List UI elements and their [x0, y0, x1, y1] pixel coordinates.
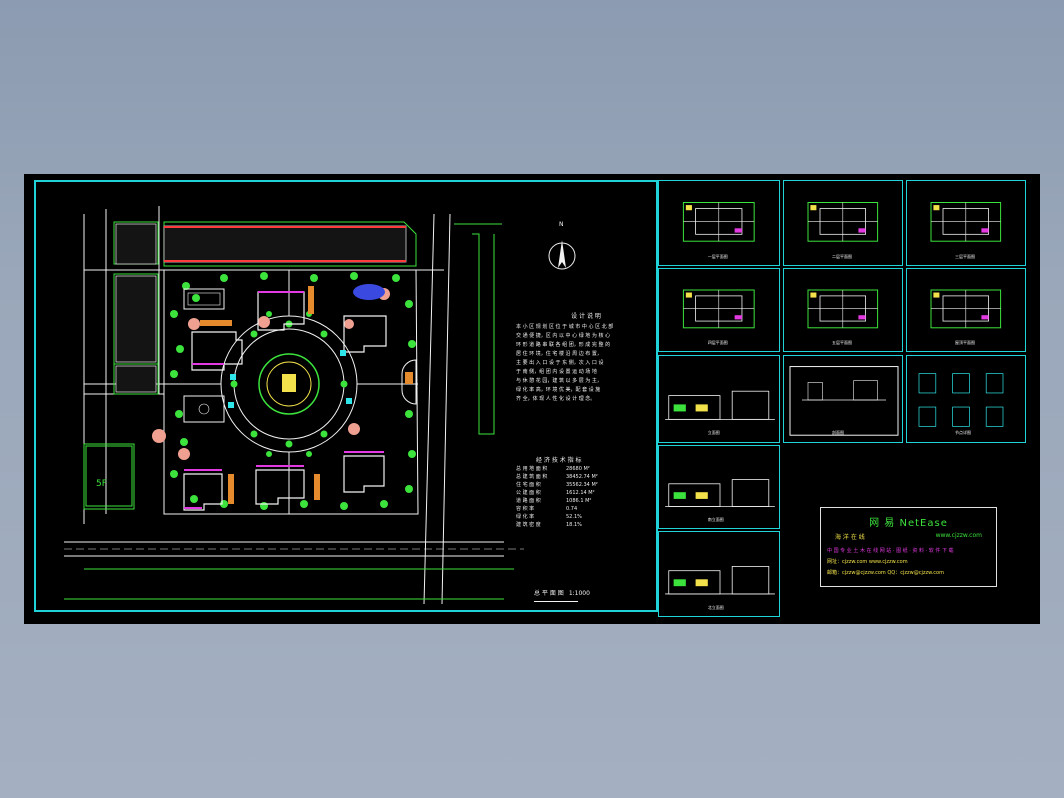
thumbnail-drawing	[807, 202, 879, 242]
stats-title: 经 济 技 术 指 标	[536, 457, 582, 464]
design-note-line: 环 形 道 路 串 联 各 组 团，形 成 完 整 的	[516, 342, 611, 348]
logo-url[interactable]: www.cjzzw.com	[935, 532, 982, 539]
thumbnail-drawing	[665, 566, 775, 595]
design-note-line: 交 通 便 捷，区 内 以 中 心 绿 地 为 核 心	[516, 333, 611, 339]
site-plan-drawing[interactable]	[24, 174, 664, 619]
thumbnail-plan-4[interactable]: 四层平面图	[658, 268, 780, 352]
thumbnail-elev-3[interactable]: 北立面图	[658, 531, 780, 617]
north-label: N	[559, 221, 564, 228]
design-note-line: 主 要 出 入 口 设 于 东 侧，次 入 口 设	[516, 360, 604, 366]
thumbnail-caption: 剖面图	[832, 430, 844, 436]
thumbnail-elev-1[interactable]: 立面图	[658, 355, 780, 443]
thumbnail-plan-2[interactable]: 二层平面图	[783, 180, 903, 266]
thumbnail-drawing	[789, 366, 899, 436]
design-note-line: 于 南 侧，组 团 内 设 置 运 动 场 地	[516, 369, 597, 375]
design-notes-title: 设 计 说 明	[571, 313, 601, 320]
thumbnail-caption: 三层平面图	[955, 253, 975, 259]
north-arrow	[548, 240, 576, 270]
thumbnail-caption: 立面图	[707, 430, 720, 436]
thumbnail-caption: 南立面图	[707, 516, 724, 522]
thumbnail-drawing	[807, 289, 879, 329]
logo-subtitle: 海 洋 在 线	[835, 534, 865, 541]
thumbnail-drawing	[682, 202, 755, 242]
logo-line1: 中 国 专 业 土 木 在 线 网 站 · 图 纸 · 资 料 · 软 件 下 …	[827, 548, 954, 554]
thumbnail-elev-2[interactable]: 南立面图	[658, 445, 780, 529]
thumbnail-drawing	[682, 289, 755, 329]
thumbnail-drawing	[930, 289, 1002, 329]
thumbnail-drawing	[918, 373, 1004, 427]
thumbnail-drawing	[930, 202, 1002, 242]
design-note-line: 齐 全，体 现 人 性 化 设 计 理 念。	[516, 396, 596, 402]
thumbnail-caption: 节点详图	[955, 430, 971, 436]
design-note-line: 绿 化 率 高，环 境 优 美，配 套 设 施	[516, 387, 601, 393]
design-note-line: 本 小 区 规 划 区 位 于 城 市 中 心 区 北 部	[516, 324, 614, 330]
design-note-line: 居 住 环 境，住 宅 楼 沿 周 边 布 置，	[516, 351, 602, 357]
thumbnail-plan-6[interactable]: 屋顶平面图	[906, 268, 1026, 352]
thumbnail-caption: 四层平面图	[707, 339, 728, 345]
thumbnail-caption: 二层平面图	[832, 253, 852, 259]
design-note-line: 与 休 憩 花 园，建 筑 以 多 层 为 主，	[516, 378, 602, 384]
tree-dots	[170, 272, 416, 510]
site-plan-frame	[34, 180, 658, 612]
drawing-canvas[interactable]: N 5F 设 计 说 明 本 小 区 规 划 区 位 于 城 市 中 心 区 北…	[24, 174, 1040, 624]
netease-logo-block[interactable]: 网 易 NetEase 海 洋 在 线 www.cjzzw.com 中 国 专 …	[820, 507, 997, 587]
building-tag-5f: 5F	[96, 479, 107, 489]
thumbnail-plan-3[interactable]: 三层平面图	[906, 180, 1026, 266]
thumbnail-drawing	[665, 390, 775, 420]
logo-line2: 网址：cjzzw.com www.cjzzw.com	[827, 559, 908, 565]
thumbnail-drawing	[665, 479, 775, 507]
thumbnail-detail-1[interactable]: 节点详图	[906, 355, 1026, 443]
logo-line3: 邮箱：cjzzw@cjzzw.com QQ：cjzzw@cjzzw.com	[827, 570, 944, 576]
thumbnail-plan-5[interactable]: 五层平面图	[783, 268, 903, 352]
thumbnail-section-1[interactable]: 剖面图	[783, 355, 903, 443]
thumbnail-caption: 五层平面图	[832, 339, 852, 345]
thumbnail-caption: 屋顶平面图	[955, 339, 975, 345]
thumbnail-caption: 一层平面图	[707, 253, 728, 259]
thumbnail-plan-1[interactable]: 一层平面图	[658, 180, 780, 266]
scale-label: 总 平 面 图 1:1000	[534, 580, 590, 602]
logo-title: 网 易 NetEase	[869, 518, 948, 529]
thumbnail-caption: 北立面图	[707, 604, 724, 610]
residential-buildings	[183, 291, 387, 511]
design-notes: 设 计 说 明 本 小 区 规 划 区 位 于 城 市 中 心 区 北 部交 通…	[516, 312, 656, 404]
